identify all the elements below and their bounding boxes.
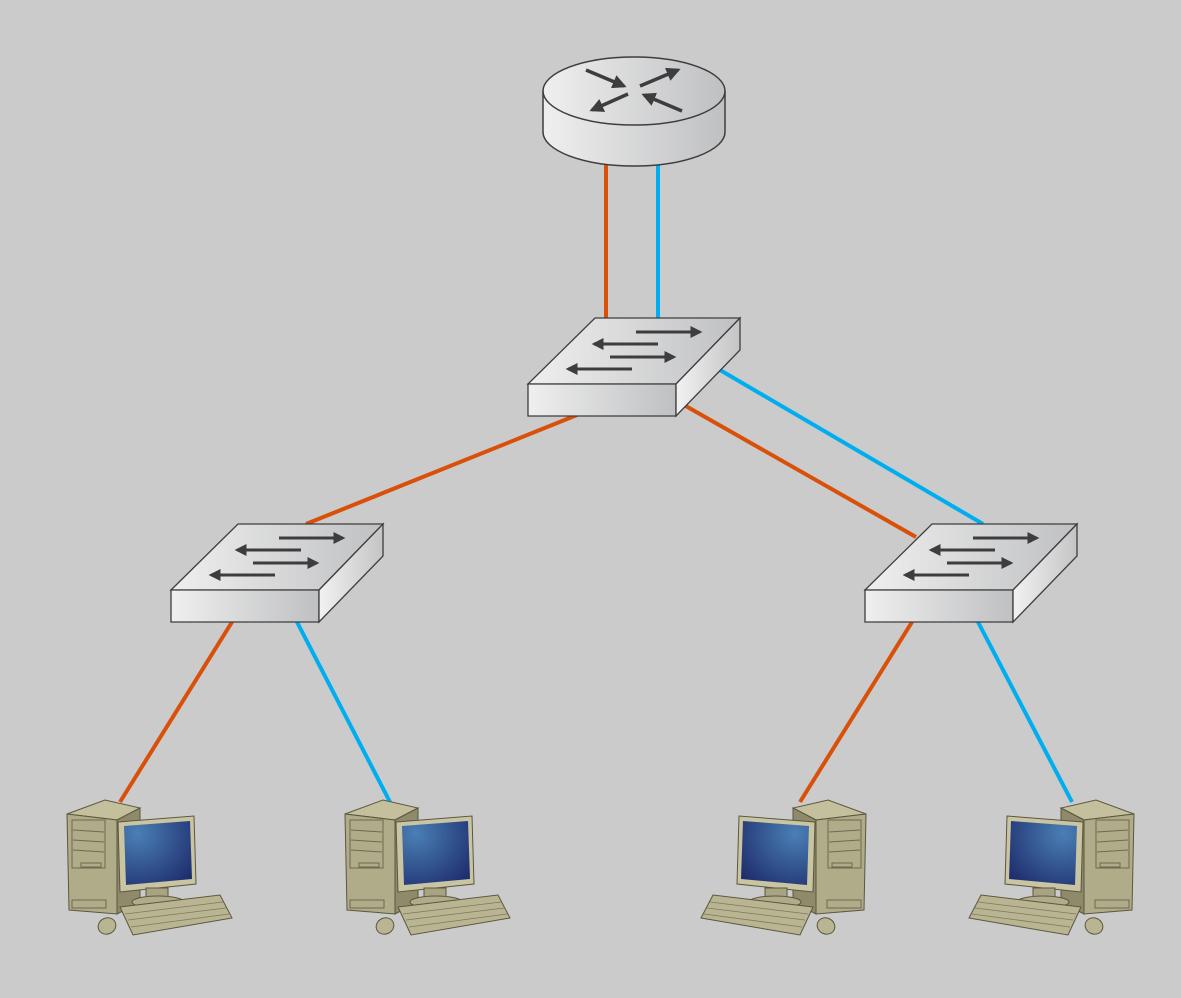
link-core-left-orange (305, 413, 578, 526)
link-right-pc4-blue (976, 621, 1074, 803)
router-icon[interactable] (542, 56, 726, 167)
right-switch-icon[interactable] (865, 524, 1077, 622)
core-switch-icon[interactable] (528, 318, 740, 416)
pc-3-icon[interactable] (700, 799, 867, 938)
link-core-right-blue (718, 368, 985, 526)
links (118, 165, 1074, 804)
left-switch-icon[interactable] (171, 524, 383, 622)
link-core-right-orange (683, 403, 917, 539)
pc-1-icon[interactable] (66, 799, 233, 938)
pc-2-icon[interactable] (344, 799, 511, 938)
link-left-pc1-orange (118, 620, 234, 804)
link-left-pc2-blue (295, 621, 392, 803)
pc-4-icon[interactable] (968, 799, 1135, 938)
link-right-pc3-orange (798, 620, 914, 804)
